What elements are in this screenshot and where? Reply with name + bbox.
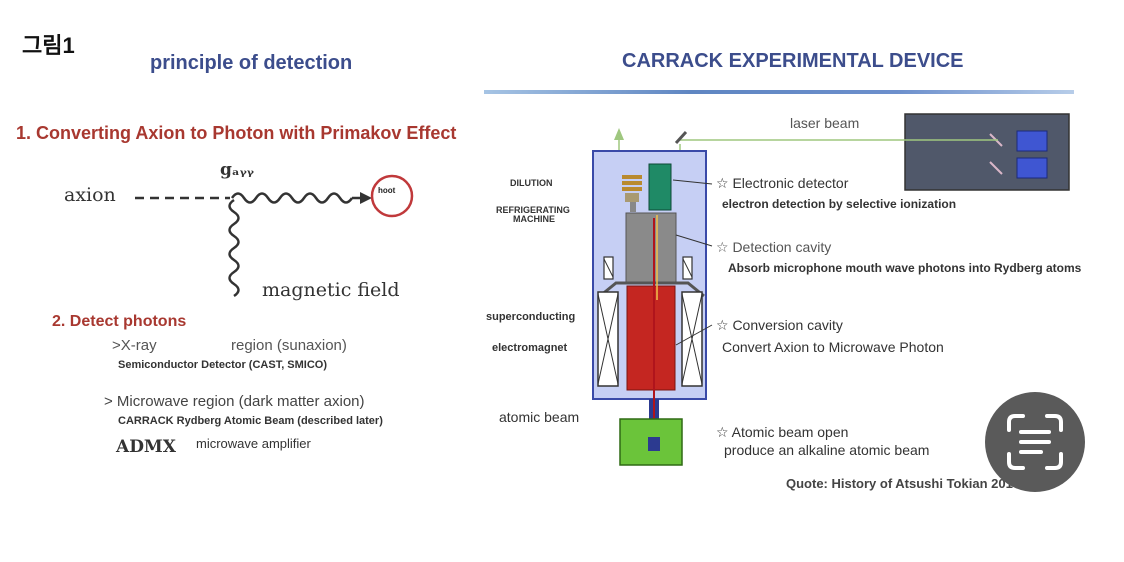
photon-wavy-line — [230, 192, 354, 204]
microwave-detector: CARRACK Rydberg Atomic Beam (described l… — [118, 415, 383, 427]
xray-detector: Semiconductor Detector (CAST, SMICO) — [118, 359, 328, 371]
amplifier-label: microwave amplifier — [196, 436, 311, 451]
detection-cavity — [625, 212, 677, 284]
xray-region: region (sunaxion) — [231, 337, 347, 354]
laser-mirror-2 — [989, 161, 1003, 175]
carrack-device — [592, 113, 1070, 466]
photon-circle — [370, 174, 414, 218]
quote-caption: Quote: History of Atsushi Tokian 201 — [786, 476, 1013, 491]
conversion-cavity-label: ☆ Conversion cavity — [716, 317, 843, 333]
figure-label: 그림1 — [22, 33, 75, 58]
electromagnet-label: electromagnet — [492, 342, 568, 354]
magnetic-field-wavy-line — [228, 198, 240, 298]
microwave-item: > Microwave region (dark matter axion) — [104, 393, 365, 410]
coupling-label: gₐᵧᵧ — [220, 160, 254, 180]
atomic-beam-open-label: ☆ Atomic beam open — [716, 424, 849, 440]
laser-box — [904, 113, 1070, 191]
superconducting-label: superconducting — [486, 311, 576, 323]
electronic-detector-sub: electron detection by selective ionizati… — [722, 197, 957, 211]
section-1-title: 1. Converting Axion to Photon with Prima… — [16, 123, 457, 143]
left-panel-title: principle of detection — [150, 52, 353, 74]
laser-element-top — [1016, 130, 1048, 152]
upward-arrowhead — [614, 128, 624, 140]
atomic-beam-label: atomic beam — [499, 409, 580, 425]
photon-circle-label: hoot — [378, 186, 396, 195]
refrigerating-label: REFRIGERATING — [496, 205, 570, 215]
atomic-beam-open-sub: produce an alkaline atomic beam — [724, 442, 930, 458]
magnetic-field-label: magnetic field — [262, 279, 400, 301]
electronic-detector — [648, 163, 672, 211]
electronic-detector-label: ☆ Electronic detector — [716, 175, 849, 191]
laser-mirror — [674, 130, 688, 145]
conversion-cavity — [626, 285, 676, 391]
section-2-title: 2. Detect photons — [52, 313, 187, 330]
scan-text-icon — [1007, 414, 1063, 470]
title-divider — [484, 90, 1074, 94]
detection-cavity-sub: Absorb microphone mouth wave photons int… — [728, 261, 1082, 275]
conversion-cavity-sub: Convert Axion to Microwave Photon — [722, 339, 944, 355]
right-panel-title: CARRACK EXPERIMENTAL DEVICE — [622, 50, 964, 72]
scan-text-button[interactable] — [985, 392, 1085, 492]
laser-element-bottom — [1016, 157, 1048, 179]
detection-cavity-label: ☆ Detection cavity — [716, 239, 832, 255]
axion-label: axion — [64, 184, 116, 206]
machine-label: MACHINE — [513, 214, 555, 224]
dilution-label: DILUTION — [510, 178, 553, 188]
xray-prefix: >X-ray — [112, 337, 157, 354]
photon-arrowhead — [360, 192, 372, 204]
admx-label: ADMX — [116, 437, 176, 457]
laser-beam-label: laser beam — [790, 115, 860, 131]
primakoff-diagram — [135, 174, 414, 298]
